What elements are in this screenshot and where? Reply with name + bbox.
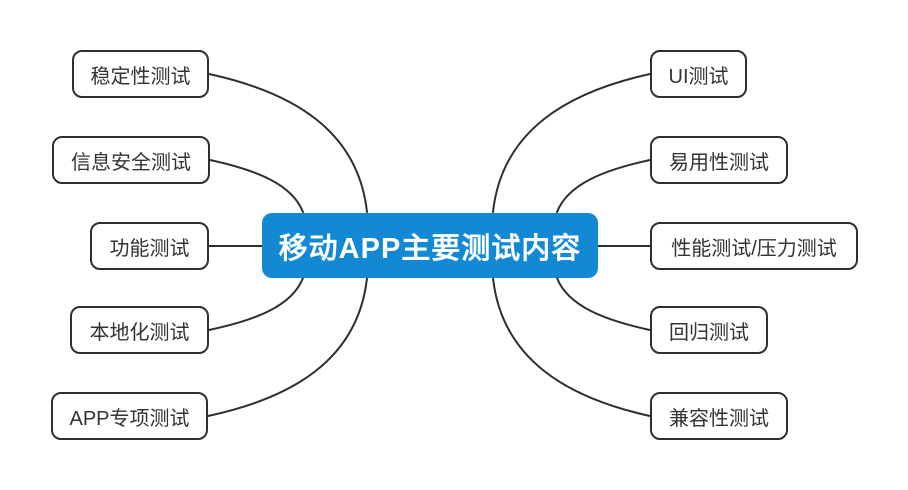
connector-stability-test — [208, 73, 368, 213]
connector-localization-test — [208, 277, 304, 331]
connector-usability-test — [556, 159, 651, 213]
central-topic[interactable]: 移动APP主要测试内容 — [262, 213, 598, 278]
topic-usability-test[interactable]: 易用性测试 — [650, 136, 788, 184]
topic-functional-test[interactable]: 功能测试 — [90, 222, 209, 270]
connector-info-security-test — [209, 159, 304, 213]
topic-info-security-test[interactable]: 信息安全测试 — [52, 136, 210, 184]
topic-ui-test[interactable]: UI测试 — [650, 50, 747, 98]
topic-app-special-test[interactable]: APP专项测试 — [51, 392, 208, 440]
topic-compatibility-test[interactable]: 兼容性测试 — [650, 392, 788, 440]
connector-ui-test — [492, 73, 651, 213]
connector-app-special-test — [207, 277, 368, 417]
topic-regression-test[interactable]: 回归测试 — [650, 306, 768, 354]
topic-stability-test[interactable]: 稳定性测试 — [72, 50, 209, 98]
connector-regression-test — [556, 277, 651, 331]
connector-compatibility-test — [492, 277, 651, 417]
topic-localization-test[interactable]: 本地化测试 — [70, 306, 209, 354]
topic-performance-stress-test[interactable]: 性能测试/压力测试 — [650, 222, 858, 270]
